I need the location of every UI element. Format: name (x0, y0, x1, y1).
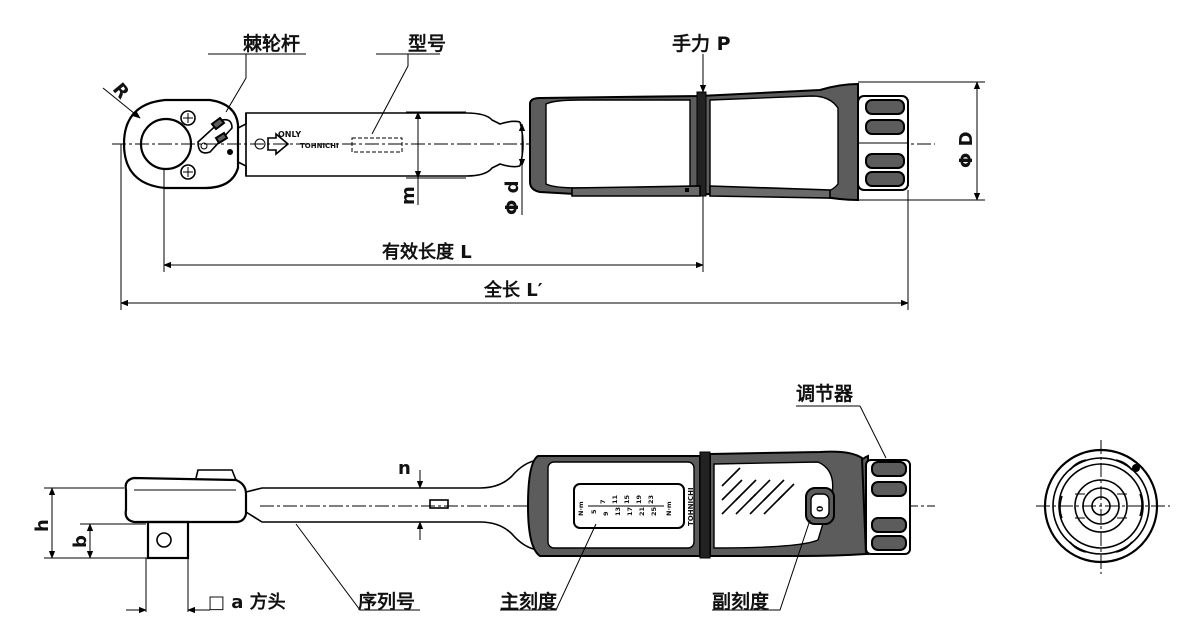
scale-num: 7 (599, 499, 607, 504)
ratchet-lever (197, 118, 233, 154)
screw-icon (180, 110, 196, 126)
effective-length-label: 有效长度 L (382, 241, 472, 263)
dimensions-side (44, 405, 887, 614)
serial-plate (429, 499, 449, 509)
hand-force-label: 手力 P (672, 32, 731, 55)
adjuster-cap-top (857, 95, 909, 191)
grip (529, 82, 859, 202)
h-label: h (32, 519, 53, 532)
scale-num: 5 (590, 509, 598, 514)
radius-label: R (108, 79, 133, 103)
main-scale-label: 主刻度 (500, 590, 558, 613)
model-label: 型号 (408, 32, 446, 55)
scale-num: 9 (602, 511, 610, 516)
model-plate (351, 137, 403, 153)
scale-num: 13 (614, 507, 622, 516)
end-view (1036, 440, 1170, 574)
n-label: n (398, 458, 411, 479)
side-view: N·m 5 7 9 11 13 15 17 19 21 23 25 N·m TO… (32, 383, 935, 614)
adjuster-side (865, 459, 911, 555)
brand-marking: TOHNICHI (300, 142, 339, 150)
beam-side (245, 459, 539, 551)
overall-length-label: 全长 L′ (483, 279, 543, 301)
scale-num: 17 (626, 507, 634, 516)
dimensions-top (102, 53, 985, 310)
scale-num: 21 (638, 506, 646, 516)
scale-num: 15 (623, 494, 631, 504)
grip-center-band-side (699, 451, 711, 559)
serial-number-label: 序列号 (358, 590, 415, 613)
grip-slots (721, 467, 795, 515)
grip-side: N·m 5 7 9 11 13 15 17 19 21 23 25 N·m TO… (526, 450, 869, 559)
adjuster-label: 调节器 (796, 383, 854, 405)
scale-unit-top: N·m (577, 501, 585, 516)
dia-d-label: Φ d (502, 181, 523, 215)
square-drive-circle (139, 117, 193, 171)
ratchet-lever-label: 棘轮杆 (243, 32, 300, 55)
scale-unit-bottom: N·m (665, 501, 673, 516)
scale-num: 19 (635, 494, 643, 504)
b-label: b (70, 535, 91, 548)
ratchet-head-side (124, 469, 248, 560)
dia-D-label: Φ D (956, 131, 977, 168)
square-drive (146, 520, 190, 560)
beam: ONLY TOHNICHI (237, 112, 524, 177)
scale-num: 11 (611, 494, 619, 504)
brand-side-marking: TOHNICHI (687, 487, 695, 526)
sub-scale-label: 副刻度 (712, 590, 770, 613)
screw-icon (180, 164, 196, 180)
only-marking: ONLY (278, 130, 301, 139)
square-drive-label: □ a 方头 (208, 591, 286, 613)
scale-num: 25 (650, 506, 658, 516)
ratchet-head (122, 98, 240, 190)
top-view: ONLY TOHNICHI (102, 32, 985, 310)
grip-center-band (696, 91, 707, 197)
m-label: m (398, 186, 419, 205)
scale-num: 23 (647, 495, 655, 504)
sub-scale-zero: 0 (816, 506, 826, 512)
